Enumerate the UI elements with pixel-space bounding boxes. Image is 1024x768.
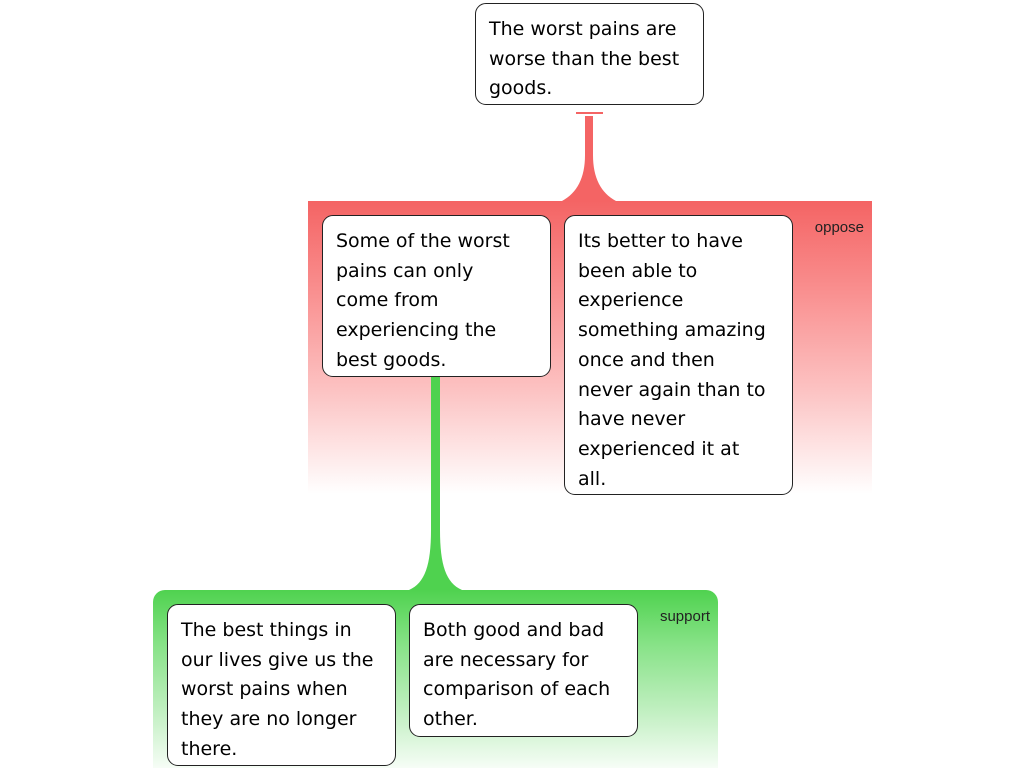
support-connector (409, 377, 462, 590)
oppose-label: oppose (814, 219, 864, 236)
oppose-node[interactable]: Its better to have been able to experien… (564, 215, 793, 495)
support-label: support (659, 608, 710, 625)
oppose-connector (562, 116, 616, 201)
root-claim-node[interactable]: The worst pains are worse than the best … (475, 3, 704, 105)
oppose-node[interactable]: Some of the worst pains can only come fr… (322, 215, 551, 377)
support-node[interactable]: Both good and bad are necessary for comp… (409, 604, 638, 737)
support-node[interactable]: The best things in our lives give us the… (167, 604, 396, 766)
